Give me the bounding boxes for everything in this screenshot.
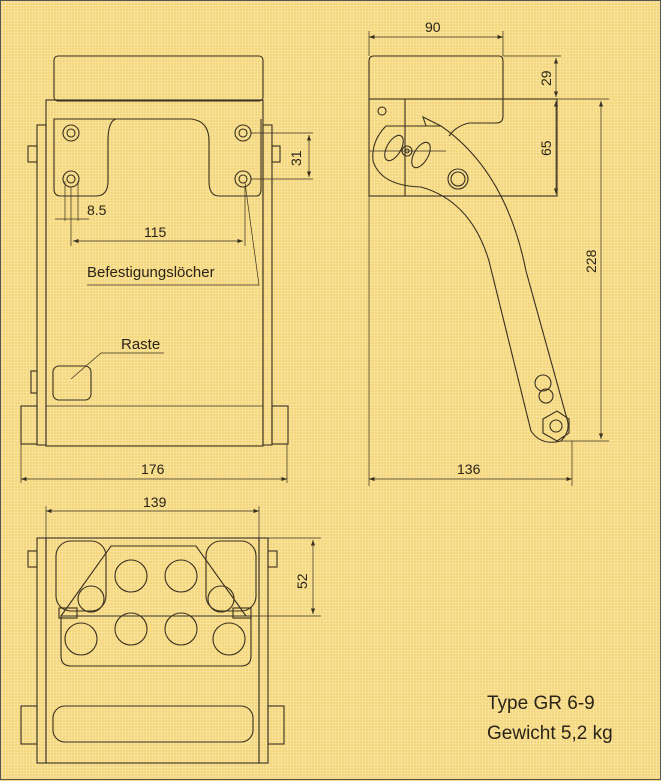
side-view: 90 29 65 228 136 <box>368 19 609 486</box>
dim-29: 29 <box>538 70 554 86</box>
front-view: 31 8.5 115 Befestigungslöcher Raste 176 <box>20 55 313 483</box>
dim-136: 136 <box>457 461 481 477</box>
mounting-holes <box>62 124 252 188</box>
dim-176: 176 <box>141 461 165 477</box>
bottom-view: 139 52 <box>20 494 321 764</box>
dim-139: 139 <box>143 494 167 510</box>
dim-115: 115 <box>144 224 167 240</box>
dim-52: 52 <box>294 573 310 589</box>
weight-label: Gewicht 5,2 kg <box>487 723 613 744</box>
label-detent: Raste <box>121 336 160 353</box>
dim-228: 228 <box>583 249 599 273</box>
type-label: Type GR 6-9 <box>487 693 595 714</box>
dim-8-5: 8.5 <box>87 202 107 218</box>
label-mounting-holes: Befestigungslöcher <box>87 264 215 281</box>
info-block: Type GR 6-9 Gewicht 5,2 kg <box>487 693 613 744</box>
dim-90: 90 <box>425 19 441 35</box>
dim-31: 31 <box>288 150 304 166</box>
dim-65: 65 <box>538 140 554 156</box>
